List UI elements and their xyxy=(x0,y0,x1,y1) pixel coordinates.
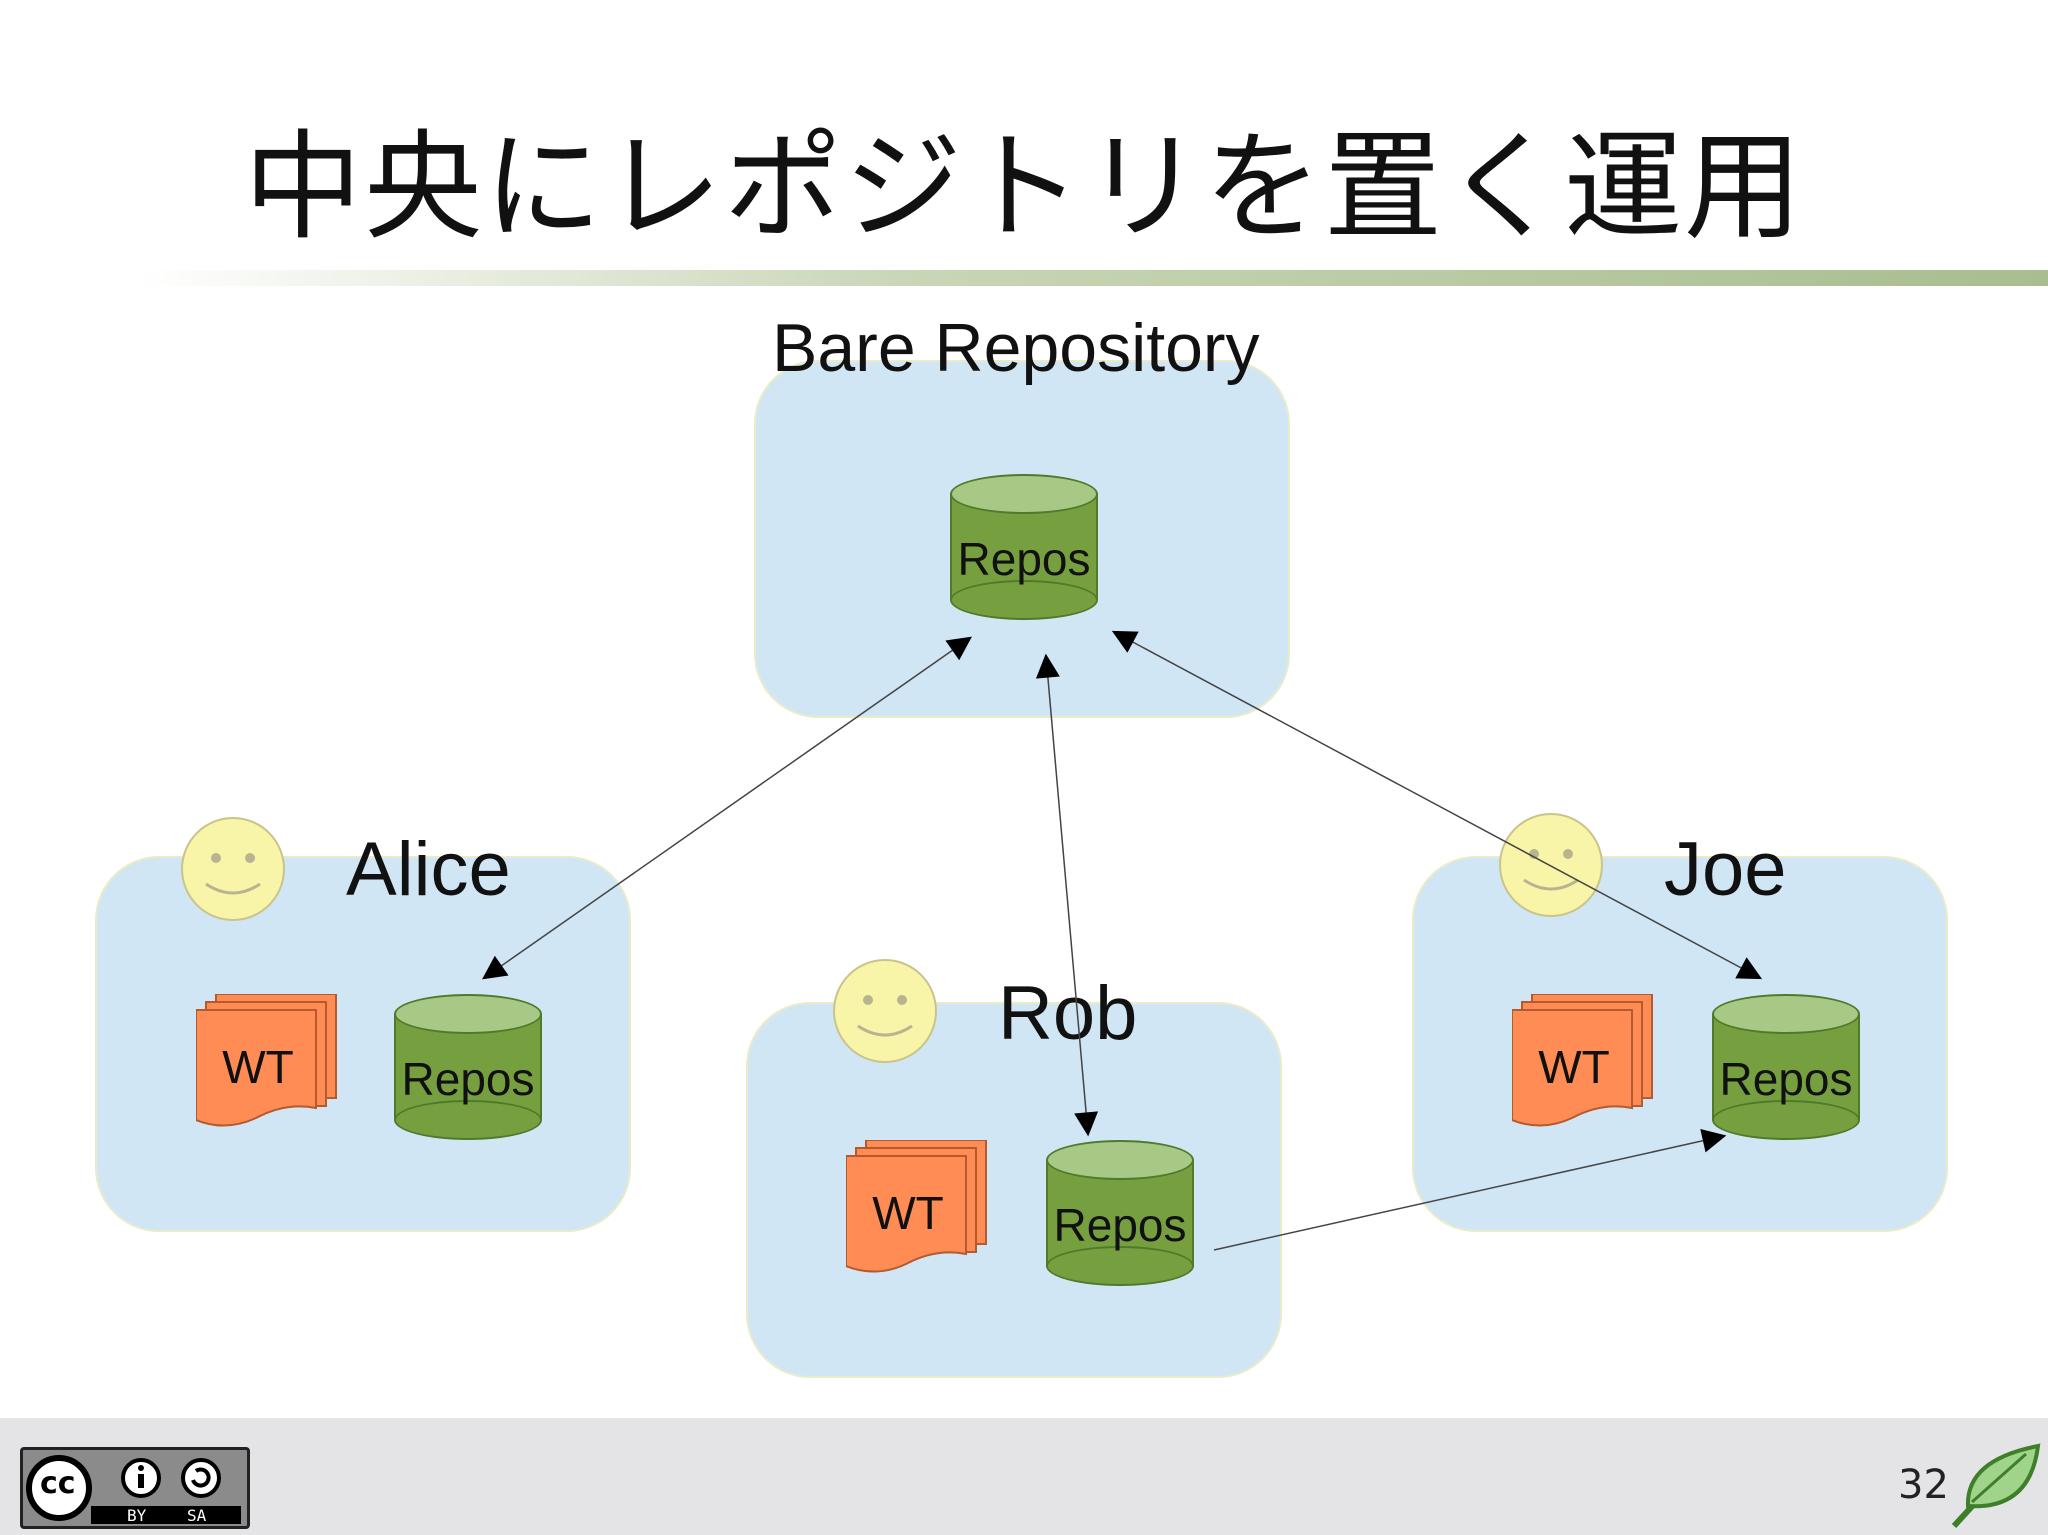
alice-wt-label: WT xyxy=(222,1041,294,1093)
central-repos-cylinder: Repos xyxy=(950,474,1098,620)
license-by-text: BY xyxy=(127,1506,147,1525)
joe-repos-cylinder: Repos xyxy=(1712,994,1860,1140)
rob-wt: WT xyxy=(846,1140,996,1290)
rob-repos-cylinder: Repos xyxy=(1046,1140,1194,1286)
cc-text: cc xyxy=(40,1466,76,1501)
license-sa-text: SA xyxy=(187,1506,207,1525)
leaf-icon xyxy=(1951,1443,2041,1529)
title-divider xyxy=(140,270,2048,286)
connection-arrows xyxy=(482,630,1763,1251)
rob-repos-label: Repos xyxy=(1053,1199,1187,1251)
smiley-icon xyxy=(181,817,285,921)
rob-wt-label: WT xyxy=(872,1187,944,1239)
slide-footer xyxy=(0,1418,2048,1535)
arrow-rob-joe xyxy=(1213,1129,1727,1251)
arrow-alice-central xyxy=(482,636,972,980)
alice-wt: WT xyxy=(196,994,346,1144)
cc-by-sa-icon: cc BY SA xyxy=(20,1447,250,1529)
central-repos-label: Repos xyxy=(957,533,1091,585)
bare-repository-label: Bare Repository xyxy=(772,310,1260,386)
document-stack-icon xyxy=(1512,994,1653,1127)
joe-repos-label: Repos xyxy=(1719,1053,1853,1105)
slide-title: 中央にレポジトリを置く運用 xyxy=(243,118,1804,256)
joe-wt-label: WT xyxy=(1538,1041,1610,1093)
document-stack-icon xyxy=(196,994,337,1127)
page-number: 32 xyxy=(1898,1462,1949,1508)
arrow-rob-central xyxy=(1035,653,1099,1137)
arrow-joe-central xyxy=(1111,630,1763,980)
document-stack-icon xyxy=(846,1140,987,1273)
joe-wt: WT xyxy=(1512,994,1662,1144)
alice-repos-label: Repos xyxy=(401,1053,535,1105)
alice-repos-cylinder: Repos xyxy=(394,994,542,1140)
